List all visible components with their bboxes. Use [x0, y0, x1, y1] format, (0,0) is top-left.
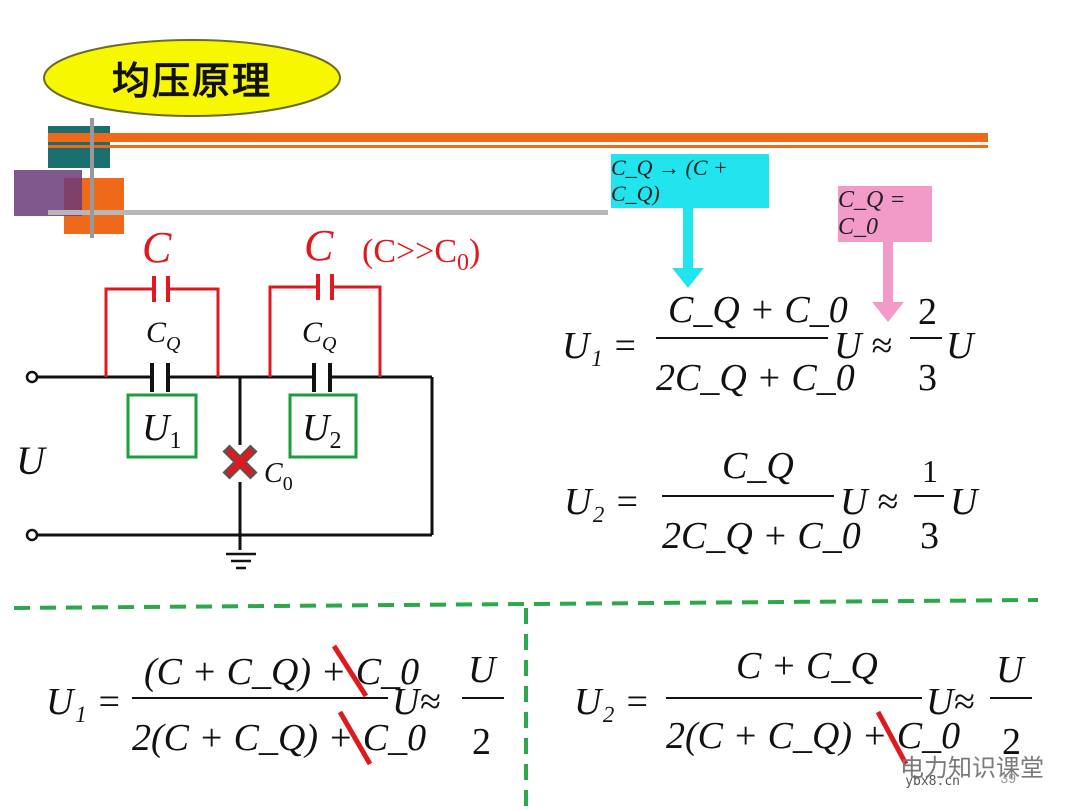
- svg-text:U: U: [996, 649, 1026, 691]
- title-oval: [43, 39, 341, 117]
- svg-text:2: 2: [918, 291, 937, 333]
- page-title: 均压原理: [111, 59, 272, 103]
- condition-label: (C>>C0): [362, 233, 480, 276]
- svg-text:1: 1: [922, 453, 938, 489]
- circuit-diagram: C C (C>>C0) CQ CQ U1 U2 U C0: [16, 221, 480, 570]
- svg-text:C_Q: C_Q: [722, 445, 794, 487]
- svg-text:U: U: [468, 649, 498, 691]
- equation-u1: U₁ = C_Q + C_0 2C_Q + C_0 U ≈ 2 3 U: [562, 289, 976, 399]
- svg-text:U≈: U≈: [392, 681, 440, 723]
- svg-text:U≈: U≈: [926, 681, 974, 723]
- terminal-bottom: [25, 528, 39, 542]
- equation-u2: U₂ = C_Q 2C_Q + C_0 U ≈ 1 3 U: [564, 445, 980, 557]
- svg-text:U₁ =: U₁ =: [562, 325, 638, 367]
- svg-text:U ≈: U ≈: [840, 481, 898, 523]
- cq-equal-tag: C_Q = C_0: [838, 186, 932, 242]
- header-decoration: [14, 118, 988, 238]
- orange-bar-thin: [48, 145, 988, 148]
- svg-text:2C_Q + C_0: 2C_Q + C_0: [656, 357, 855, 399]
- svg-text:2: 2: [472, 721, 491, 763]
- svg-text:C + C_Q: C + C_Q: [736, 645, 878, 687]
- svg-text:U₂ =: U₂ =: [564, 481, 640, 523]
- u2-box: [288, 393, 358, 459]
- svg-text:3: 3: [920, 515, 939, 557]
- cq-label-2: CQ: [302, 316, 337, 355]
- gray-bar: [48, 210, 608, 215]
- svg-text:U ≈: U ≈: [834, 325, 892, 367]
- orange-bar-top: [48, 133, 988, 142]
- c0-label: C0: [264, 458, 293, 495]
- u1-box: [126, 393, 198, 459]
- svg-text:2(C + C_Q) + C_0: 2(C + C_Q) + C_0: [132, 717, 426, 759]
- terminal-top: [25, 370, 39, 384]
- svg-text:C_Q + C_0: C_Q + C_0: [668, 289, 848, 331]
- equations: U₁ = C_Q + C_0 2C_Q + C_0 U ≈ 2 3 U U₂ =…: [13, 289, 1039, 810]
- equation-u1-simplified: U₁ = (C + C_Q) + C_0 2(C + C_Q) + C_0 U≈…: [46, 644, 504, 766]
- cap-label-2: C: [304, 221, 334, 270]
- cq-transform-tag: C_Q → (C + C_Q): [611, 154, 769, 208]
- u1-label: U1: [142, 407, 181, 454]
- tag-arrows: [672, 208, 904, 322]
- strike-3: [875, 710, 909, 766]
- svg-text:(C + C_Q) + C_0: (C + C_Q) + C_0: [144, 651, 419, 693]
- watermark-site: ybx8.cn: [905, 774, 960, 789]
- cap-label-1: C: [142, 223, 172, 272]
- svg-text:U: U: [950, 481, 980, 523]
- svg-text:2C_Q + C_0: 2C_Q + C_0: [662, 515, 861, 557]
- svg-text:2(C + C_Q) + C_0: 2(C + C_Q) + C_0: [666, 715, 960, 757]
- cq-label-1: CQ: [146, 316, 181, 355]
- source-label: U: [16, 438, 48, 483]
- watermark-text: 电力知识课堂: [900, 754, 1044, 782]
- strike-1: [331, 644, 369, 698]
- svg-text:U: U: [946, 325, 976, 367]
- svg-text:2: 2: [1002, 721, 1021, 763]
- strike-2: [337, 710, 373, 766]
- svg-text:U₁ =: U₁ =: [46, 681, 122, 723]
- dashed-horizontal: [13, 598, 1039, 610]
- svg-text:3: 3: [918, 357, 937, 399]
- purple-block: [14, 170, 82, 216]
- c0-cross-icon: [222, 444, 258, 480]
- u2-label: U2: [302, 407, 341, 454]
- gray-vertical: [90, 118, 94, 238]
- svg-text:U₂ =: U₂ =: [574, 681, 650, 723]
- equation-u2-simplified: U₂ = C + C_Q 2(C + C_Q) + C_0 U≈ U 2: [574, 645, 1032, 766]
- page-number: 39: [1000, 770, 1016, 786]
